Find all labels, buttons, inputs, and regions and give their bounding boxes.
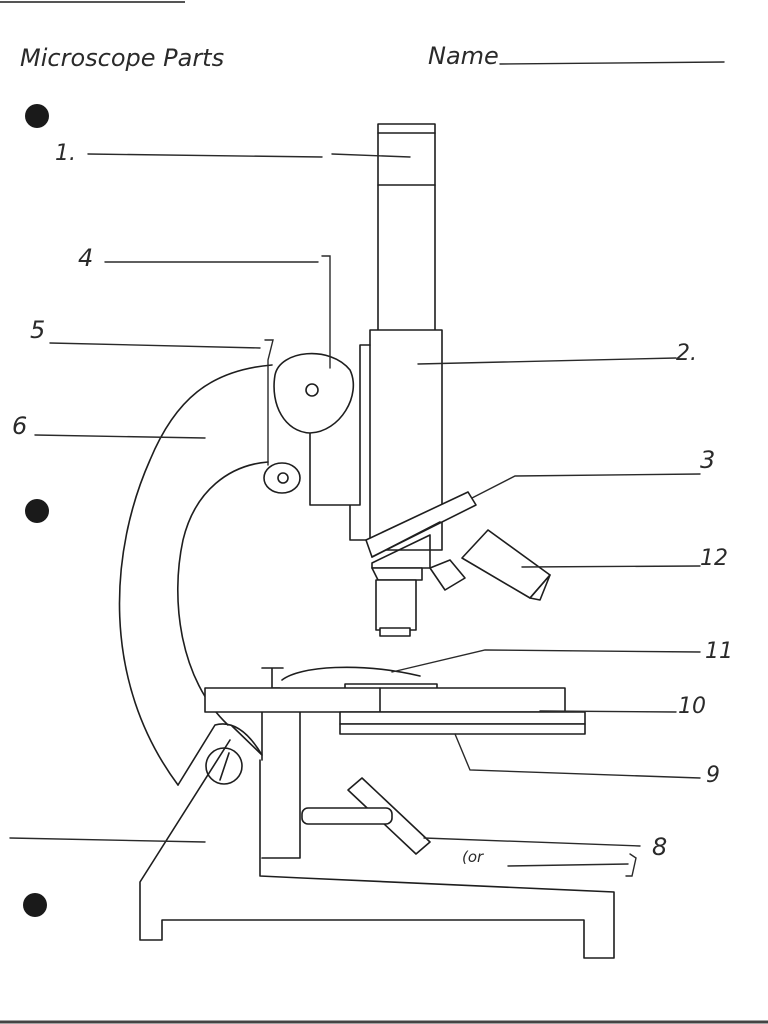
microscope-diagram (118, 123, 615, 959)
answer-line-8[interactable] (423, 837, 641, 847)
objective-low (371, 567, 423, 581)
eyepiece-tube (377, 123, 436, 335)
label-1: 1. (55, 141, 76, 166)
base (139, 739, 615, 959)
label-6: 6 (12, 412, 27, 440)
answer-line-3[interactable] (471, 473, 701, 499)
arm (118, 364, 273, 786)
focus-rack (309, 344, 371, 541)
coarse-adjustment-knob (273, 352, 355, 434)
name-label: Name (428, 42, 499, 70)
pivot-bracket (177, 723, 263, 786)
label-8: 8 (652, 833, 667, 861)
stage (204, 687, 566, 713)
pillar (231, 711, 301, 859)
label-3: 3 (700, 446, 715, 474)
coarse-knob-center-icon (305, 383, 319, 397)
objective-mid (429, 559, 466, 591)
label-9: 9 (706, 763, 720, 788)
name-answer-line[interactable] (499, 61, 725, 65)
answer-line-base[interactable] (9, 837, 206, 843)
answer-line-8b[interactable] (507, 853, 637, 877)
binder-hole-icon (23, 893, 47, 917)
answer-line-10[interactable] (539, 710, 677, 713)
answer-line-5[interactable] (49, 342, 261, 349)
answer-line-1[interactable] (87, 153, 323, 158)
stage-underside (339, 711, 586, 725)
mirror-mount (301, 807, 393, 825)
answer-line-2[interactable] (417, 357, 677, 365)
objective-high (461, 529, 551, 599)
answer-line-12[interactable] (521, 565, 701, 568)
worksheet-title: Microscope Parts (20, 44, 224, 72)
answer-line-11[interactable] (391, 649, 701, 673)
fine-knob-center-icon (277, 472, 289, 484)
answer-line-6[interactable] (34, 434, 206, 439)
label-4: 4 (78, 244, 93, 272)
label-2: 2. (676, 341, 697, 366)
label-5: 5 (30, 316, 45, 344)
label-10: 10 (678, 694, 706, 719)
answer-line-9[interactable] (454, 733, 701, 779)
pivot-knob-icon (205, 747, 243, 785)
or-note: (or (462, 848, 484, 866)
labels: 1. 4 5 6 2. 3 12 11 10 9 8 (9, 141, 733, 877)
diaphragm-lever (339, 723, 586, 735)
objective-long (375, 579, 417, 631)
fine-adjustment-knob (263, 462, 301, 494)
binder-hole-icon (25, 499, 49, 523)
binder-hole-icon (25, 104, 49, 128)
label-11: 11 (705, 639, 733, 664)
revolving-nosepiece (365, 491, 477, 558)
label-12: 12 (700, 546, 728, 571)
